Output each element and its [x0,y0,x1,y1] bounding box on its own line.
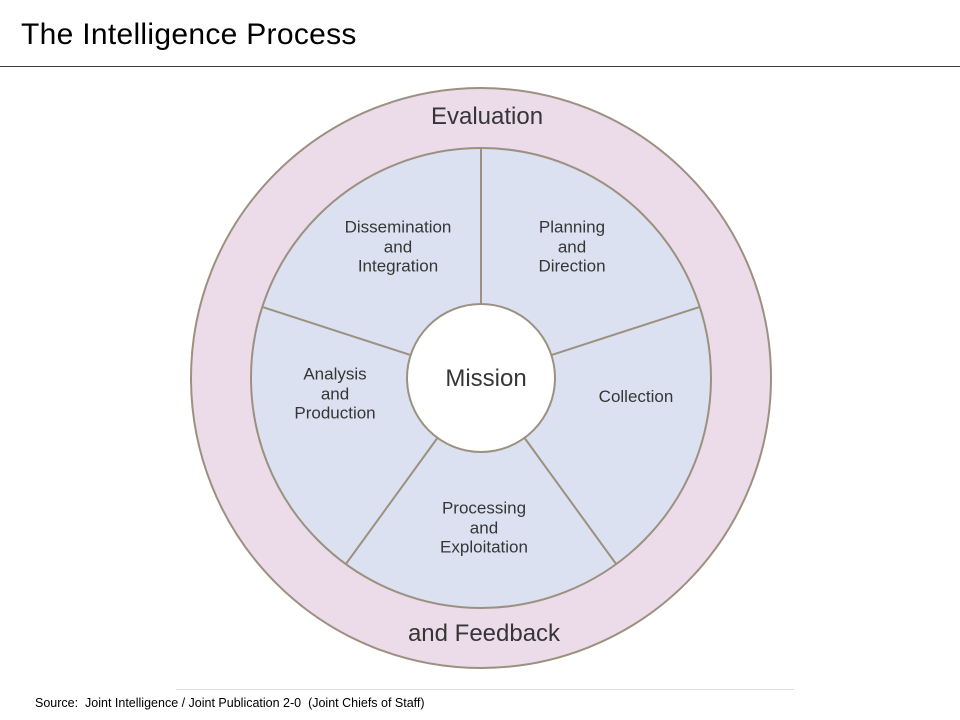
segment-label-dissemination-and-integration: Dissemination and Integration [344,217,452,276]
ring-label-evaluation: Evaluation [430,102,544,130]
source-caption: Source: Joint Intelligence / Joint Publi… [35,696,425,710]
process-cycle-graphic [190,87,772,669]
center-circle [406,303,556,453]
segment-label-processing-and-exploitation: Processing and Exploitation [440,498,528,557]
center-label-mission: Mission [445,364,527,392]
segment-divider [523,437,618,565]
title-divider [0,66,960,67]
segment-label-collection: Collection [598,387,674,407]
segment-divider [344,437,439,565]
page-title: The Intelligence Process [21,18,357,51]
segment-divider [261,305,411,357]
segment-label-analysis-and-production: Analysis and Production [294,364,376,423]
segment-label-planning-and-direction: Planning and Direction [538,217,606,276]
ring-label-and-feedback: and Feedback [407,619,561,647]
segment-divider [551,305,701,357]
intelligence-process-diagram: Evaluation and Feedback Mission Planning… [176,75,794,690]
